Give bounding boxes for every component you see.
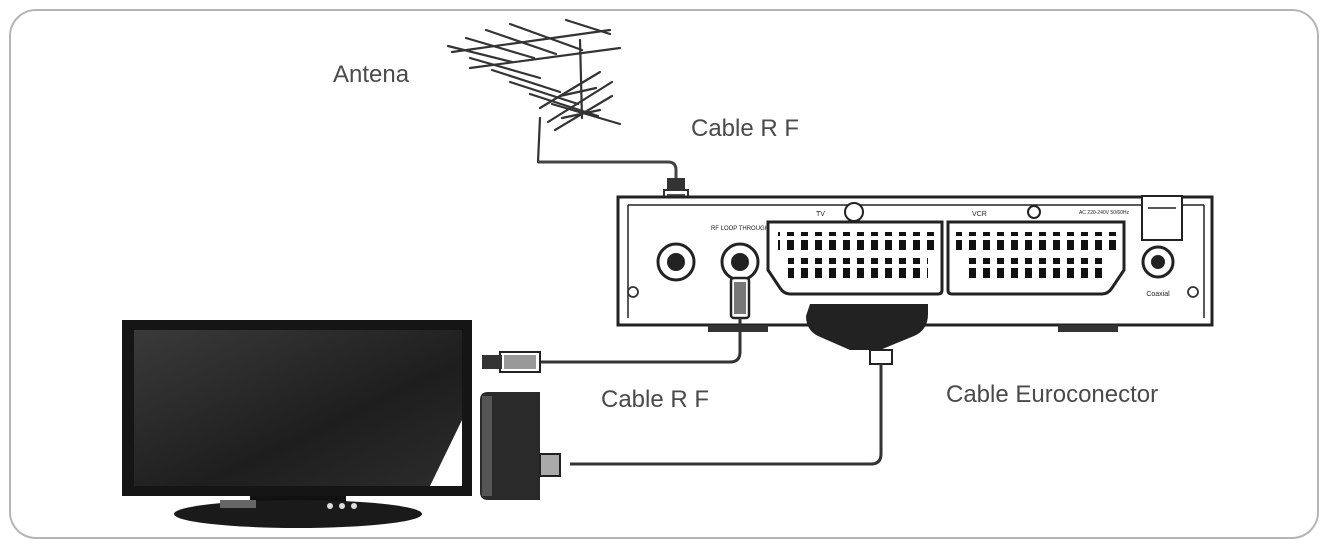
- antenna-icon: [446, 18, 622, 164]
- rf-cable-to-tv: [482, 276, 751, 373]
- cable-rf-bottom-label: Cable R F: [601, 386, 710, 413]
- panel-label-rf: RF LOOP THROUGH: [711, 226, 769, 232]
- antenna-label: Antena: [333, 61, 410, 88]
- panel-label-vcr: VCR: [972, 211, 987, 218]
- scart-cable: [480, 304, 928, 500]
- tv-icon: [122, 320, 472, 528]
- antenna-cable: [538, 160, 678, 178]
- panel-label-tv: TV: [816, 211, 825, 218]
- panel-label-coaxial: Coaxial: [1146, 291, 1170, 298]
- cable-scart-label: Cable Euroconector: [946, 381, 1159, 408]
- cable-rf-top-label: Cable R F: [691, 115, 800, 142]
- panel-label-power: AC 220-240V 50/60Hz: [1079, 210, 1130, 216]
